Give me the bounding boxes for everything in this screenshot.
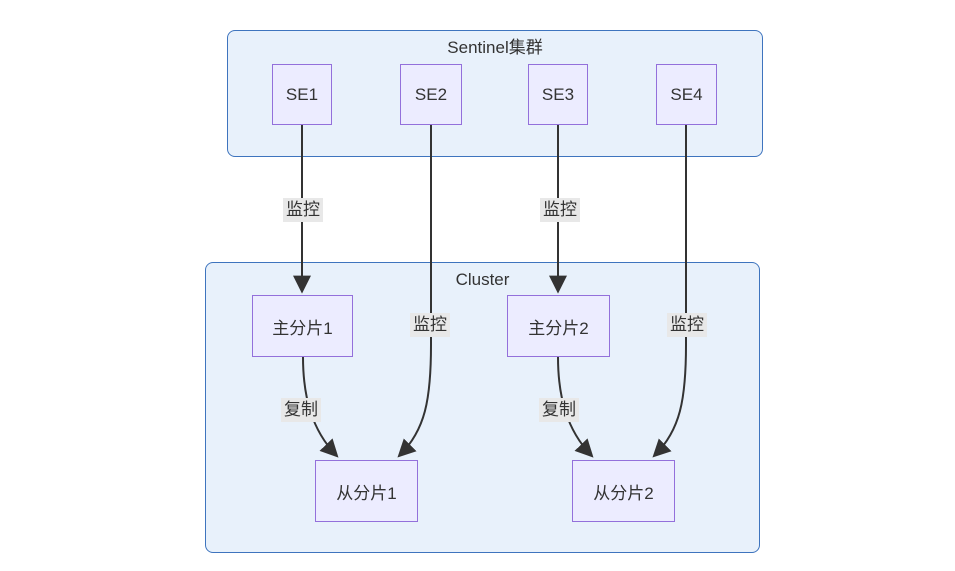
- node-se2-label: SE2: [414, 84, 448, 104]
- node-master-shard-2: 主分片2: [507, 295, 610, 357]
- edge-label-replicate-2: 复制: [539, 398, 579, 422]
- node-slave-shard-2: 从分片2: [572, 460, 675, 522]
- cluster-title: Cluster: [455, 270, 510, 289]
- node-master-shard-1: 主分片1: [252, 295, 353, 357]
- node-master-shard-1-label: 主分片1: [272, 318, 333, 338]
- node-se1-label: SE1: [285, 84, 319, 104]
- node-slave-shard-2-label: 从分片2: [593, 483, 654, 503]
- edge-label-monitor-se3: 监控: [540, 198, 580, 222]
- edge-label-monitor-se4: 监控: [667, 313, 707, 337]
- node-slave-shard-1-label: 从分片1: [336, 483, 397, 503]
- edge-label-replicate-1: 复制: [281, 398, 321, 422]
- edge-se2-to-slave1: [397, 125, 432, 458]
- node-slave-shard-1: 从分片1: [315, 460, 418, 522]
- sentinel-cluster-title: Sentinel集群: [447, 38, 543, 57]
- node-se3-label: SE3: [541, 84, 575, 104]
- edge-label-monitor-se2: 监控: [410, 313, 450, 337]
- edge-se4-to-slave2: [652, 125, 687, 458]
- node-se3: SE3: [528, 64, 588, 125]
- node-se2: SE2: [400, 64, 462, 125]
- node-master-shard-2-label: 主分片2: [528, 318, 589, 338]
- node-se1: SE1: [272, 64, 332, 125]
- node-se4-label: SE4: [670, 84, 703, 104]
- node-se4: SE4: [656, 64, 717, 125]
- edge-label-monitor-se1: 监控: [283, 198, 323, 222]
